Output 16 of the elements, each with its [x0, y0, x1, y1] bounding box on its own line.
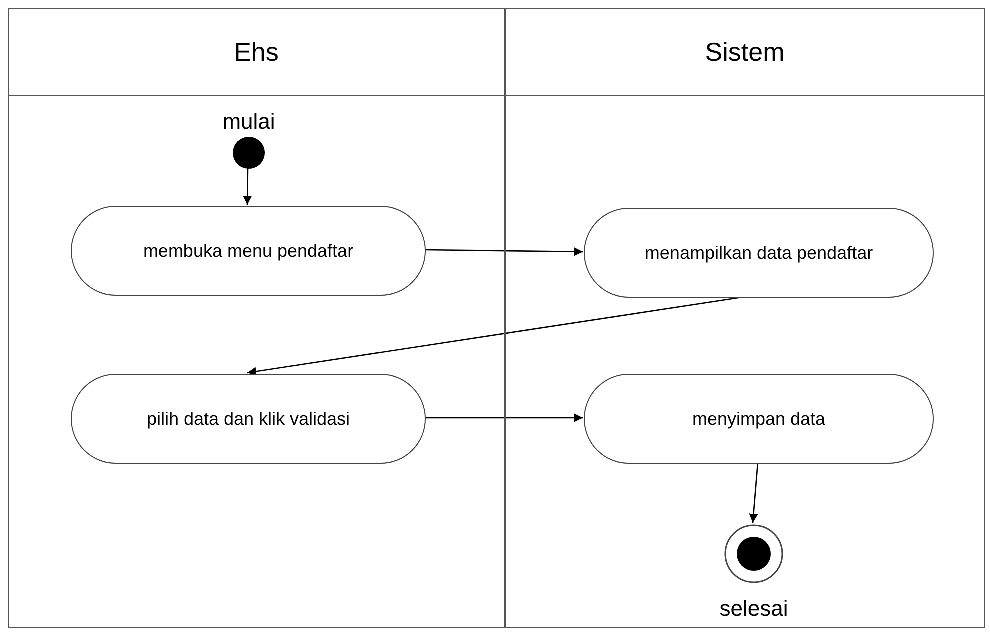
swimlane [8, 8, 505, 628]
arrow [425, 414, 583, 422]
action-label: menampilkan data pendaftar [644, 242, 874, 265]
node-caption: selesai [720, 595, 788, 623]
action-label: membuka menu pendaftar [143, 240, 354, 263]
initial-node [233, 137, 265, 169]
action-label: menyimpan data [692, 408, 826, 431]
final-node [724, 524, 784, 584]
swimlane [505, 8, 985, 628]
lane-title: Sistem [705, 36, 785, 68]
action-label: pilih data dan klik validasi [146, 408, 350, 431]
lane-title: Ehs [234, 36, 279, 68]
arrow [749, 462, 759, 524]
arrow [425, 247, 583, 256]
node-caption: mulai [222, 108, 276, 136]
arrow [243, 168, 252, 205]
